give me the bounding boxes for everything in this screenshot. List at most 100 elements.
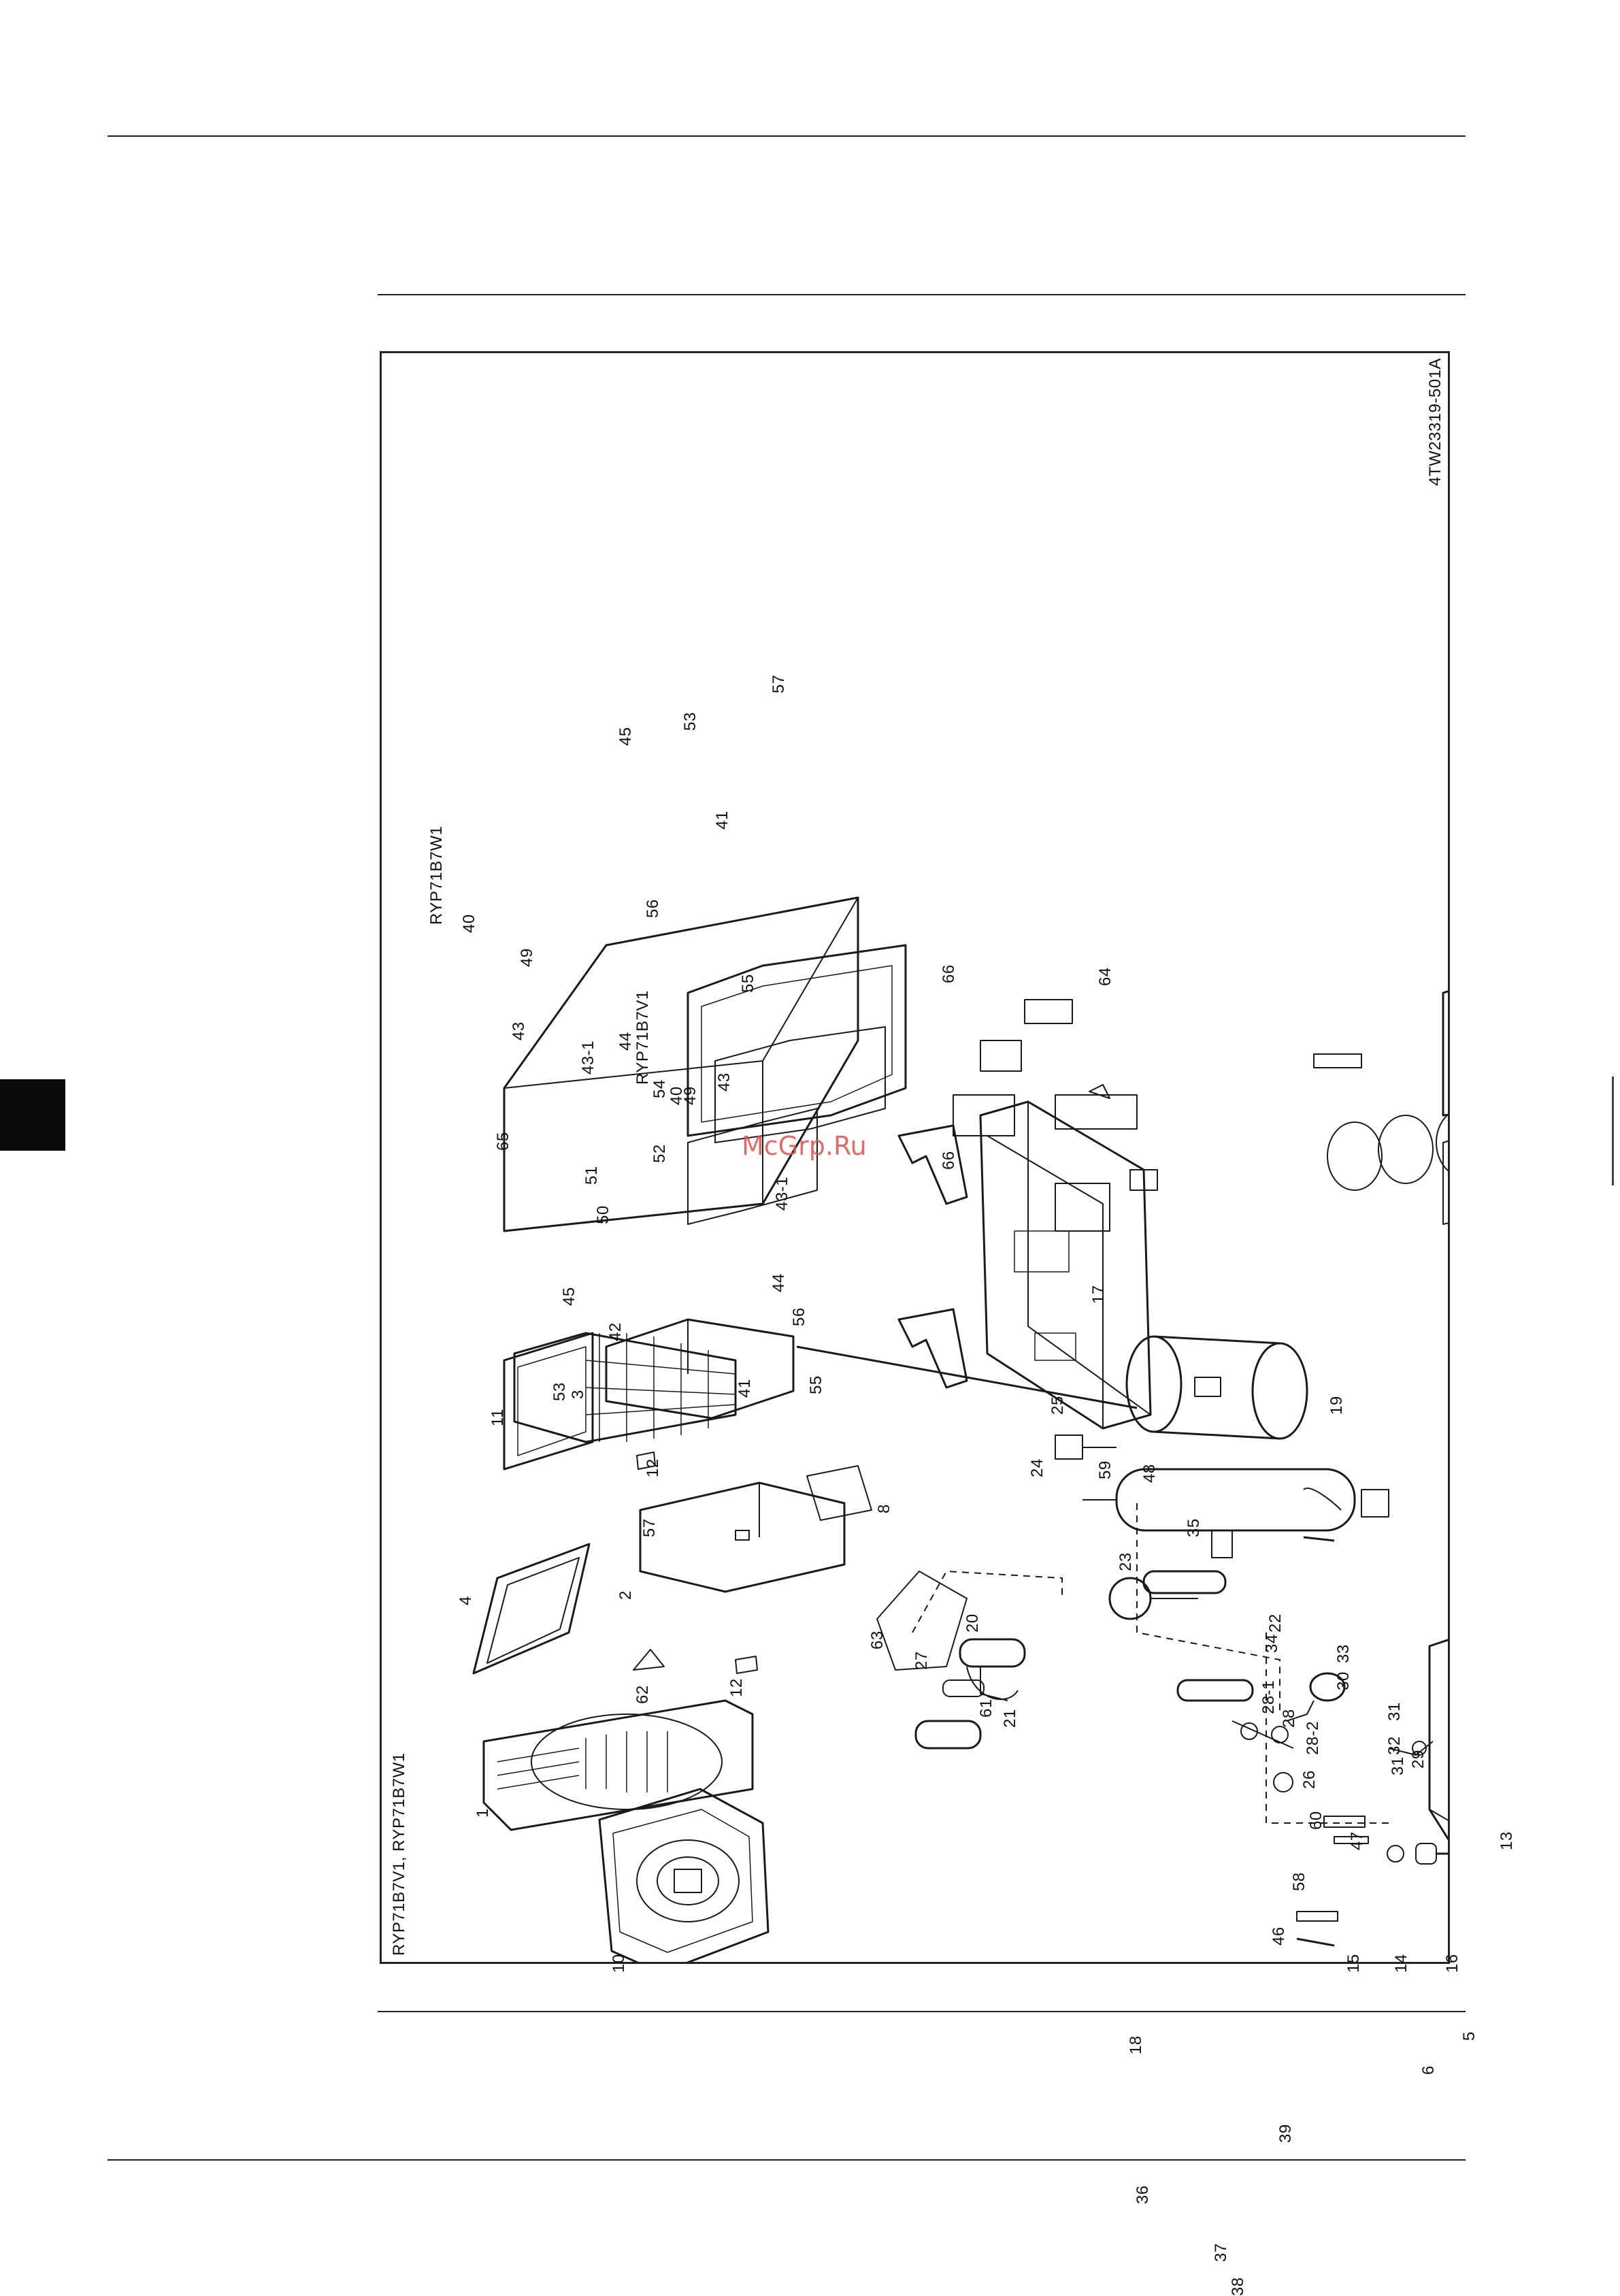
- part-label: 8: [875, 1504, 893, 1513]
- drawing-number: 4TW23319-501A: [1426, 358, 1444, 486]
- part-label: 22: [1266, 1613, 1285, 1633]
- bracket-drawing: [806, 1465, 872, 1521]
- part-label: 32: [1385, 1736, 1404, 1755]
- part-label: 43-1: [773, 1176, 791, 1211]
- part-label: 19: [1327, 1396, 1346, 1415]
- part-label: 4: [457, 1596, 475, 1605]
- switchbox-v1-drawing: [1313, 990, 1448, 1225]
- part-34-drawing: [1176, 1679, 1254, 1702]
- part-label: 37: [1212, 2243, 1230, 2262]
- part-label: 66: [940, 1151, 958, 1170]
- margin-tick: [1612, 1077, 1614, 1185]
- side-plate-drawing: [605, 1318, 795, 1420]
- part-label: 53: [550, 1382, 569, 1401]
- part-label: 45: [560, 1287, 578, 1306]
- part-label: 26: [1300, 1770, 1319, 1789]
- part-label: 55: [807, 1375, 825, 1394]
- part-label: 60: [1307, 1811, 1325, 1830]
- part-label: 5: [1460, 2031, 1478, 2041]
- bottom-rule: [108, 2159, 1466, 2161]
- part-label: 66: [940, 964, 958, 983]
- valve-28-drawing: [1231, 1720, 1294, 1749]
- part-label: 35: [1185, 1518, 1203, 1537]
- part-63-drawing: [876, 1571, 968, 1671]
- part-label: 1: [474, 1808, 492, 1818]
- front-panel-drawing: [482, 1699, 754, 1831]
- part-label: 52: [650, 1144, 669, 1163]
- part-label: 12: [727, 1678, 746, 1697]
- top-cover-drawing: [503, 896, 859, 1232]
- model-label: RYP71B7V1, RYP71B7W1: [390, 1752, 408, 1956]
- part-label: 62: [633, 1685, 652, 1704]
- part-label: 41: [735, 1379, 754, 1398]
- part-label: 28-2: [1304, 1720, 1322, 1755]
- part-62-drawing: [633, 1649, 665, 1671]
- part-label: 25: [1048, 1396, 1067, 1415]
- part-label: 27: [912, 1651, 931, 1670]
- part-label: 41: [713, 810, 731, 830]
- part-label: 42: [606, 1322, 625, 1341]
- part-27-drawing: [942, 1679, 985, 1697]
- part-label: 43: [715, 1072, 733, 1092]
- pipe-path-b: [912, 1570, 1063, 1633]
- header-rule: [378, 294, 1466, 295]
- part-label: 11: [489, 1409, 507, 1426]
- part-label: 44: [616, 1032, 635, 1051]
- part-label: 53: [681, 712, 699, 731]
- top-plate-drawing: [472, 1543, 591, 1675]
- part-60-drawing: [1323, 1816, 1366, 1828]
- part-label: 28: [1280, 1709, 1298, 1728]
- part-label: 14: [1392, 1954, 1410, 1973]
- part-label: 34: [1263, 1634, 1281, 1653]
- fan-guard-drawing: [598, 1788, 770, 1962]
- four-way-valve-drawing: [959, 1638, 1026, 1701]
- base-frame-drawing: [979, 1100, 1152, 1430]
- part-label: 20: [963, 1613, 982, 1633]
- partition-plate-drawing: [639, 1481, 846, 1593]
- part-label: 57: [770, 674, 788, 693]
- accumulator-drawing: [1082, 1468, 1389, 1558]
- part-label: 55: [739, 974, 757, 993]
- part-label: 18: [1127, 2035, 1145, 2054]
- exploded-view-diagram: [472, 896, 1448, 1962]
- part-label: 3: [569, 1390, 587, 1399]
- part-label: 13: [1498, 1831, 1516, 1850]
- part-48-drawing: [1303, 1536, 1335, 1542]
- part-label: 24: [1028, 1458, 1046, 1477]
- part-26-drawing: [1273, 1772, 1293, 1792]
- part-label: 16: [1443, 1954, 1461, 1973]
- part-label: 23: [1117, 1552, 1135, 1571]
- valve-30-drawing: [1286, 1672, 1346, 1722]
- part-label: 29: [1409, 1750, 1427, 1769]
- part-label: 56: [790, 1307, 808, 1326]
- part-label: 49: [681, 1086, 699, 1105]
- part-label: 43-1: [579, 1040, 597, 1075]
- footer-rule: [378, 2011, 1466, 2012]
- part-35-drawing: [1142, 1570, 1227, 1594]
- chapter-tab: [0, 1079, 65, 1151]
- valve-24-drawing: [1055, 1434, 1117, 1460]
- part-label: 51: [582, 1166, 601, 1185]
- heat-exchanger-drawing: [503, 1332, 737, 1471]
- part-label: 30: [1334, 1671, 1353, 1690]
- part-label: 17: [1089, 1285, 1108, 1304]
- part-46-drawing: [1296, 1937, 1335, 1947]
- exploded-view-frame: 10 1 4 62 12 2 3 11 12 8 63 65 66 66 64 …: [380, 351, 1516, 2296]
- part-label: 61: [977, 1699, 995, 1718]
- part-label: 40: [460, 914, 478, 933]
- part-23-drawing: [1108, 1577, 1198, 1620]
- top-rule: [108, 135, 1466, 137]
- part-label: 63: [868, 1630, 887, 1650]
- chassis-drawing: [1428, 1639, 1448, 1841]
- part-label: 31: [1389, 1756, 1407, 1775]
- pipe-path-a: [1136, 1503, 1280, 1714]
- sound-blanket-drawing: [1125, 1335, 1308, 1440]
- part-label: 54: [650, 1079, 669, 1098]
- part-label: 21: [1001, 1709, 1019, 1728]
- part-label: 45: [616, 727, 635, 746]
- part-47-drawing: [1334, 1836, 1369, 1844]
- part-label: 10: [610, 1954, 628, 1973]
- part-29-drawing: [1388, 1741, 1434, 1756]
- part-label: 2: [616, 1590, 635, 1600]
- part-14-drawing: [1387, 1843, 1448, 1865]
